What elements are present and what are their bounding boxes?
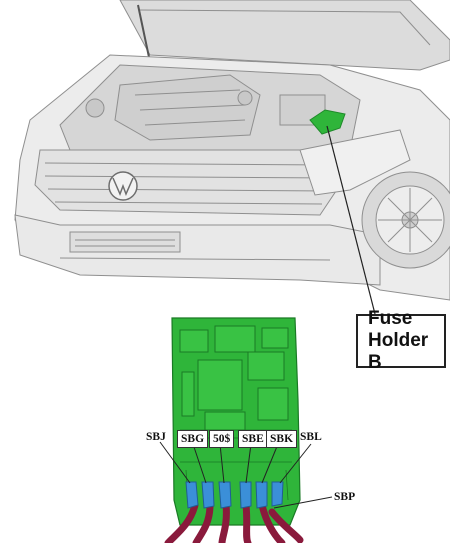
wiring-harness — [164, 501, 304, 543]
fuse-label-sbp: SBP — [334, 491, 356, 503]
fuse-label-leaders — [159, 441, 333, 509]
fuse-label-sbg: SBG — [177, 430, 209, 448]
fuse-holder-b-detail — [171, 317, 301, 526]
fuse-holder-location-marker — [309, 109, 346, 135]
callout-line-2: Holder B — [368, 330, 429, 373]
fuse-cap-sbk — [255, 481, 268, 509]
fuse-holder-b-callout: Fuse Holder B — [356, 308, 446, 373]
fuse-caps — [185, 481, 284, 509]
fuse-label-sbl: SBL — [300, 431, 322, 443]
fuse-label-sbe: SBE — [238, 430, 268, 448]
fuse-cap-sbg — [201, 481, 215, 509]
fuse-label-sbk: SBK — [266, 430, 298, 448]
fuse-cap-50 — [218, 481, 232, 509]
fuse-cap-sbl — [271, 481, 284, 507]
callout-leader-line — [326, 125, 376, 315]
fuse-label-50: 50$ — [209, 430, 235, 448]
car-illustration — [14, 0, 450, 301]
fuse-cap-sbe — [239, 481, 252, 509]
fuse-cap-sbj — [185, 481, 199, 509]
fuse-label-sbj: SBJ — [146, 431, 166, 443]
callout-line-1: Fuse — [368, 308, 413, 329]
